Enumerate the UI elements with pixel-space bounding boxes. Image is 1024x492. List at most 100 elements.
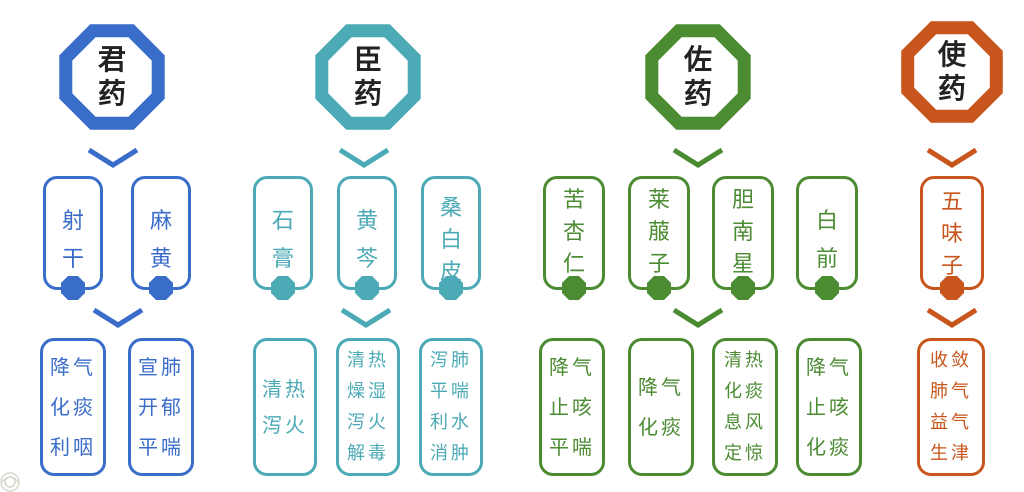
zuo-herb-1-char-2: 子 <box>647 252 670 277</box>
shi-effect-0-text: 收敛肺气益气生津 <box>920 345 982 469</box>
zuo-herb-3-char-1: 前 <box>815 247 838 272</box>
zuo-effect-2-line-3: 定惊 <box>724 443 766 464</box>
chen-effect-1-line-1: 燥湿 <box>347 381 389 402</box>
zuo-herb-3-char-0: 白 <box>815 209 838 234</box>
chen-effect-1-line-2: 泻火 <box>347 412 389 433</box>
jun-herb-1-box: 麻黄麻黄 <box>131 176 191 300</box>
zuo-title-octagon: 佐药 <box>641 20 755 134</box>
jun-effect-1-box: 宣肺开郁平喘 <box>128 338 194 476</box>
octagon-frame-icon <box>59 24 165 130</box>
shi-title-label: 使药 <box>897 38 1007 106</box>
octagon-dot-icon <box>647 276 671 300</box>
jun-effect-0-box: 降气化痰利咽 <box>40 338 106 476</box>
zuo-herb-0-char-2: 仁 <box>562 252 585 277</box>
chen-title-line1: 臣 <box>353 43 382 76</box>
chen-herb-0-box: 石膏石膏 <box>253 176 313 300</box>
shi-herb-0-box: 五味子五味子 <box>920 176 984 300</box>
chen-effect-1-box: 清热燥湿泻火解毒 <box>336 338 400 476</box>
jun-effect-0-line-0: 降气 <box>50 355 96 379</box>
shi-title-line2: 药 <box>937 72 966 105</box>
chen-effect-2-text: 泻肺平喘利水消肿 <box>422 345 480 469</box>
zuo-effect-0-text: 降气止咳平喘 <box>542 347 602 467</box>
logo-watermark-icon <box>0 472 20 492</box>
octagon-frame-icon <box>645 24 751 130</box>
shi-effect-0-line-2: 益气 <box>930 412 972 433</box>
zuo-herb-2-box: 胆南星胆南星 <box>712 176 774 300</box>
zuo-effect-0-line-2: 平喘 <box>549 435 595 459</box>
zuo-title-chevron-icon <box>672 147 724 168</box>
jun-title-octagon: 君药 <box>55 20 169 134</box>
octagon-dot-icon <box>940 276 964 300</box>
chen-title-label: 臣药 <box>311 43 425 111</box>
chen-herb-1-char-1: 芩 <box>355 247 378 272</box>
octagon-dot-icon <box>439 276 463 300</box>
zuo-herb-2-char-2: 星 <box>731 252 754 277</box>
chen-title-octagon: 臣药 <box>311 20 425 134</box>
jun-effect-0-text: 降气化痰利咽 <box>43 347 103 467</box>
chen-effect-1-text: 清热燥湿泻火解毒 <box>339 345 397 469</box>
zuo-effect-1-box: 降气化痰 <box>628 338 694 476</box>
jun-effect-1-line-1: 开郁 <box>138 395 184 419</box>
zuo-effect-0-line-0: 降气 <box>549 355 595 379</box>
zuo-effect-2-line-0: 清热 <box>724 350 766 371</box>
jun-title-line1: 君 <box>97 43 126 76</box>
octagon-dot-icon <box>355 276 379 300</box>
zuo-herb-1-box: 莱菔子莱菔子 <box>628 176 690 300</box>
chen-effect-2-line-0: 泻肺 <box>430 350 472 371</box>
zuo-effect-1-line-1: 化痰 <box>638 415 684 439</box>
chen-herb-0-char-0: 石 <box>271 209 294 234</box>
zuo-effect-3-text: 降气止咳化痰 <box>799 347 859 467</box>
zuo-title-label: 佐药 <box>641 43 755 111</box>
shi-effect-0-line-1: 肺气 <box>930 381 972 402</box>
chen-effect-2-line-1: 平喘 <box>430 381 472 402</box>
jun-herb-chevron-icon <box>92 307 144 328</box>
jun-title-line2: 药 <box>97 77 126 110</box>
chen-herb-0-char-1: 膏 <box>271 247 294 272</box>
jun-title-chevron-icon <box>87 147 139 168</box>
zuo-title-line2: 药 <box>683 77 712 110</box>
zuo-herb-chevron-icon <box>672 307 724 328</box>
chen-herb-2-char-0: 桑 <box>439 196 462 221</box>
chen-effect-1-line-0: 清热 <box>347 350 389 371</box>
jun-herb-0-char-0: 射 <box>61 209 84 234</box>
zuo-herb-0-char-0: 苦 <box>562 188 585 213</box>
chen-effect-0-box: 清热泻火 <box>253 338 317 476</box>
zuo-herb-0-char-1: 杏 <box>562 220 585 245</box>
chen-effect-0-line-0: 清热 <box>262 377 308 401</box>
octagon-frame-icon <box>315 24 421 130</box>
jun-effect-1-line-2: 平喘 <box>138 435 184 459</box>
chen-effect-2-line-2: 利水 <box>430 412 472 433</box>
zuo-effect-3-line-0: 降气 <box>806 355 852 379</box>
zuo-effect-2-line-2: 息风 <box>724 412 766 433</box>
zuo-effect-1-text: 降气化痰 <box>631 367 691 447</box>
shi-herb-0-char-1: 味 <box>940 222 963 247</box>
shi-effect-0-box: 收敛肺气益气生津 <box>917 338 985 476</box>
zuo-effect-2-text: 清热化痰息风定惊 <box>715 345 775 469</box>
chen-herb-2-char-1: 白 <box>439 228 462 253</box>
jun-herb-0-box: 射干射干 <box>43 176 103 300</box>
octagon-dot-icon <box>815 276 839 300</box>
shi-effect-0-line-3: 生津 <box>930 443 972 464</box>
zuo-effect-2-box: 清热化痰息风定惊 <box>712 338 778 476</box>
chen-effect-1-line-3: 解毒 <box>347 443 389 464</box>
jun-herb-1-char-0: 麻 <box>149 209 172 234</box>
jun-effect-1-text: 宣肺开郁平喘 <box>131 347 191 467</box>
zuo-effect-0-line-1: 止咳 <box>549 395 595 419</box>
zuo-effect-0-box: 降气止咳平喘 <box>539 338 605 476</box>
zuo-herb-0-box: 苦杏仁苦杏仁 <box>543 176 605 300</box>
octagon-dot-icon <box>731 276 755 300</box>
chen-title-chevron-icon <box>338 147 390 168</box>
zuo-herb-1-char-1: 菔 <box>647 220 670 245</box>
chen-herb-2-box: 桑白皮桑白皮 <box>421 176 481 300</box>
zuo-effect-3-line-2: 化痰 <box>806 435 852 459</box>
chen-herb-1-box: 黄芩黄芩 <box>337 176 397 300</box>
octagon-dot-icon <box>149 276 173 300</box>
octagon-dot-icon <box>562 276 586 300</box>
shi-herb-chevron-icon <box>926 307 978 328</box>
jun-herb-1-char-1: 黄 <box>149 247 172 272</box>
zuo-effect-3-line-1: 止咳 <box>806 395 852 419</box>
zuo-effect-2-line-1: 化痰 <box>724 381 766 402</box>
chen-herb-1-char-0: 黄 <box>355 209 378 234</box>
shi-herb-0-char-2: 子 <box>940 254 963 279</box>
chen-herb-chevron-icon <box>340 307 392 328</box>
